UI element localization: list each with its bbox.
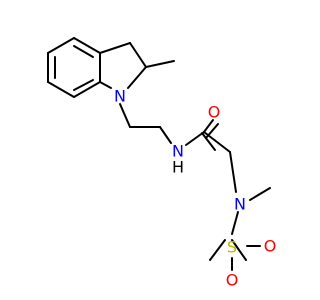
bond-ring-6 (47, 37, 75, 54)
sulfur-label: S (227, 238, 237, 257)
bond-co-ch2-a (201, 132, 216, 151)
bond-co-ch2 (203, 131, 231, 153)
bond-ring-3 (73, 81, 101, 98)
sulfonyl-oxygen-down-label: O (226, 271, 239, 290)
carbonyl-oxygen-label: O (208, 103, 221, 122)
sulfonyl-oxygen-right-label: O (264, 237, 277, 256)
bond-ring-1 (73, 37, 101, 54)
chemical-structure-diagram: N N H O N S O O (47, 37, 277, 290)
benzene-ring (47, 37, 101, 98)
bond-methyl (145, 60, 175, 68)
bond-n1-ch2 (119, 103, 131, 128)
amide-nitrogen-label: N (172, 142, 184, 161)
bond-s-ch3 (209, 239, 226, 261)
bond-n-s (231, 211, 239, 235)
bond-c-o-1 (203, 119, 214, 133)
bond-ring-double-2 (73, 79, 94, 91)
ethyl-linker (119, 103, 172, 144)
bond-c2-n1 (127, 66, 147, 89)
bond-c3-c2 (129, 42, 147, 68)
bond-nh-co (185, 131, 205, 146)
amide-group (185, 119, 237, 193)
pyrrolidine-ring (99, 42, 175, 89)
bond-s-methyl (231, 239, 247, 261)
sulfonamide-group (209, 187, 271, 271)
bond-ch2-nh (159, 126, 172, 144)
bond-c7a-n1 (99, 81, 112, 89)
indoline-nitrogen-label: N (114, 87, 126, 106)
bond-ch2-n (229, 151, 237, 193)
bond-ring-4 (47, 81, 75, 98)
bond-n-methyl (249, 187, 271, 201)
bond-ring-double-1 (73, 45, 94, 58)
sulfonamide-nitrogen-label: N (234, 195, 246, 214)
bond-c3a-c3 (99, 42, 131, 54)
amide-hydrogen-label: H (172, 158, 184, 177)
